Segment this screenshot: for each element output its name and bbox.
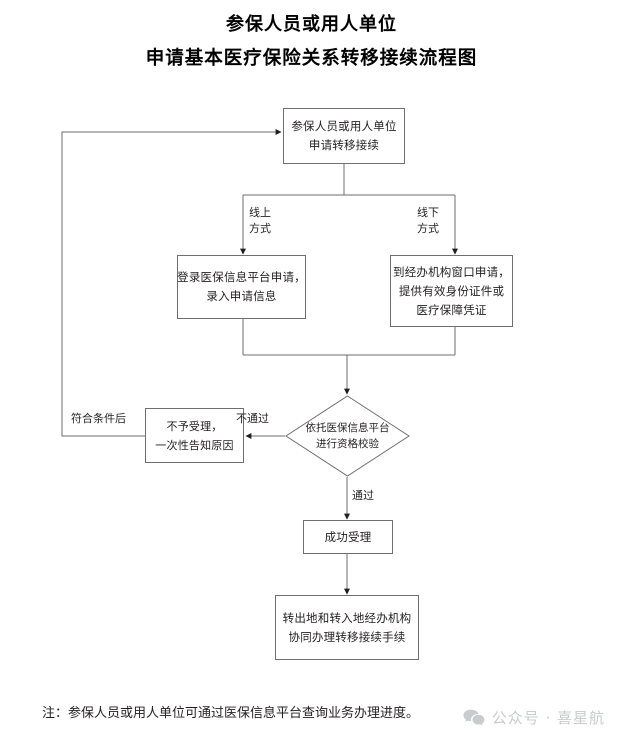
edge-label-offline: 线下 方式 bbox=[417, 205, 439, 237]
node-reject-notice[interactable]: 不予受理， 一次性告知原因 bbox=[145, 408, 244, 463]
flowchart-connectors bbox=[61, 129, 458, 595]
node-decision-text: 依托医保信息平台 进行资格校验 bbox=[285, 395, 410, 477]
node-offline-line-3: 医疗保障凭证 bbox=[416, 302, 487, 317]
node-offline-line-2: 提供有效身份证件或 bbox=[398, 283, 505, 298]
node-start-line-2: 申请转移接续 bbox=[308, 138, 380, 152]
edge-label-online-line-1: 线上 bbox=[249, 206, 271, 219]
page-title: 参保人员或用人单位 申请基本医疗保险关系转移接续流程图 bbox=[0, 8, 623, 76]
diamond-shape bbox=[285, 395, 410, 477]
edge-label-offline-line-2: 方式 bbox=[417, 222, 439, 235]
node-accept-line-1: 成功受理 bbox=[324, 529, 372, 544]
node-online-line-1: 登录医保信息平台申请， bbox=[177, 270, 306, 284]
node-final-line-1: 转出地和转入地经办机构 bbox=[282, 610, 412, 625]
watermark: 公众号 · 喜星航 bbox=[463, 707, 605, 728]
node-start-application[interactable]: 参保人员或用人单位 申请转移接续 bbox=[283, 108, 405, 164]
edge-label-offline-line-1: 线下 bbox=[417, 206, 439, 219]
title-line-2: 申请基本医疗保险关系转移接续流程图 bbox=[145, 48, 478, 69]
title-line-1: 参保人员或用人单位 bbox=[226, 14, 397, 35]
node-final-line-2: 协同办理转移接续手续 bbox=[288, 629, 406, 644]
node-reject-line-1: 不予受理， bbox=[166, 419, 223, 433]
watermark-text: 公众号 · 喜星航 bbox=[491, 709, 605, 727]
edge-label-online: 线上 方式 bbox=[249, 205, 271, 237]
node-accept-success[interactable]: 成功受理 bbox=[303, 520, 393, 554]
node-decision-verification[interactable]: 依托医保信息平台 进行资格校验 bbox=[285, 395, 410, 477]
node-offline-line-1: 到经办机构窗口申请， bbox=[393, 264, 510, 279]
edge-label-requalify: 符合条件后 bbox=[71, 412, 126, 425]
footnote: 注：参保人员或用人单位可通过医保信息平台查询业务办理进度。 bbox=[42, 706, 420, 721]
edge-requalify-return bbox=[61, 129, 282, 437]
edge-label-pass: 通过 bbox=[352, 489, 374, 502]
node-reject-line-2: 一次性告知原因 bbox=[155, 438, 234, 452]
wechat-icon bbox=[463, 709, 485, 727]
node-online-line-2: 录入申请信息 bbox=[206, 289, 277, 303]
edge-label-online-line-2: 方式 bbox=[249, 222, 271, 235]
node-final-transfer[interactable]: 转出地和转入地经办机构 协同办理转移接续手续 bbox=[275, 595, 419, 660]
node-decision-line-1: 依托医保信息平台 bbox=[305, 422, 390, 434]
node-start-line-1: 参保人员或用人单位 bbox=[291, 119, 397, 133]
edge-label-fail: 不通过 bbox=[236, 412, 269, 425]
node-online-channel[interactable]: 登录医保信息平台申请， 录入申请信息 bbox=[177, 255, 306, 319]
node-decision-line-2: 进行资格校验 bbox=[316, 438, 379, 450]
node-offline-channel[interactable]: 到经办机构窗口申请， 提供有效身份证件或 医疗保障凭证 bbox=[390, 255, 513, 327]
